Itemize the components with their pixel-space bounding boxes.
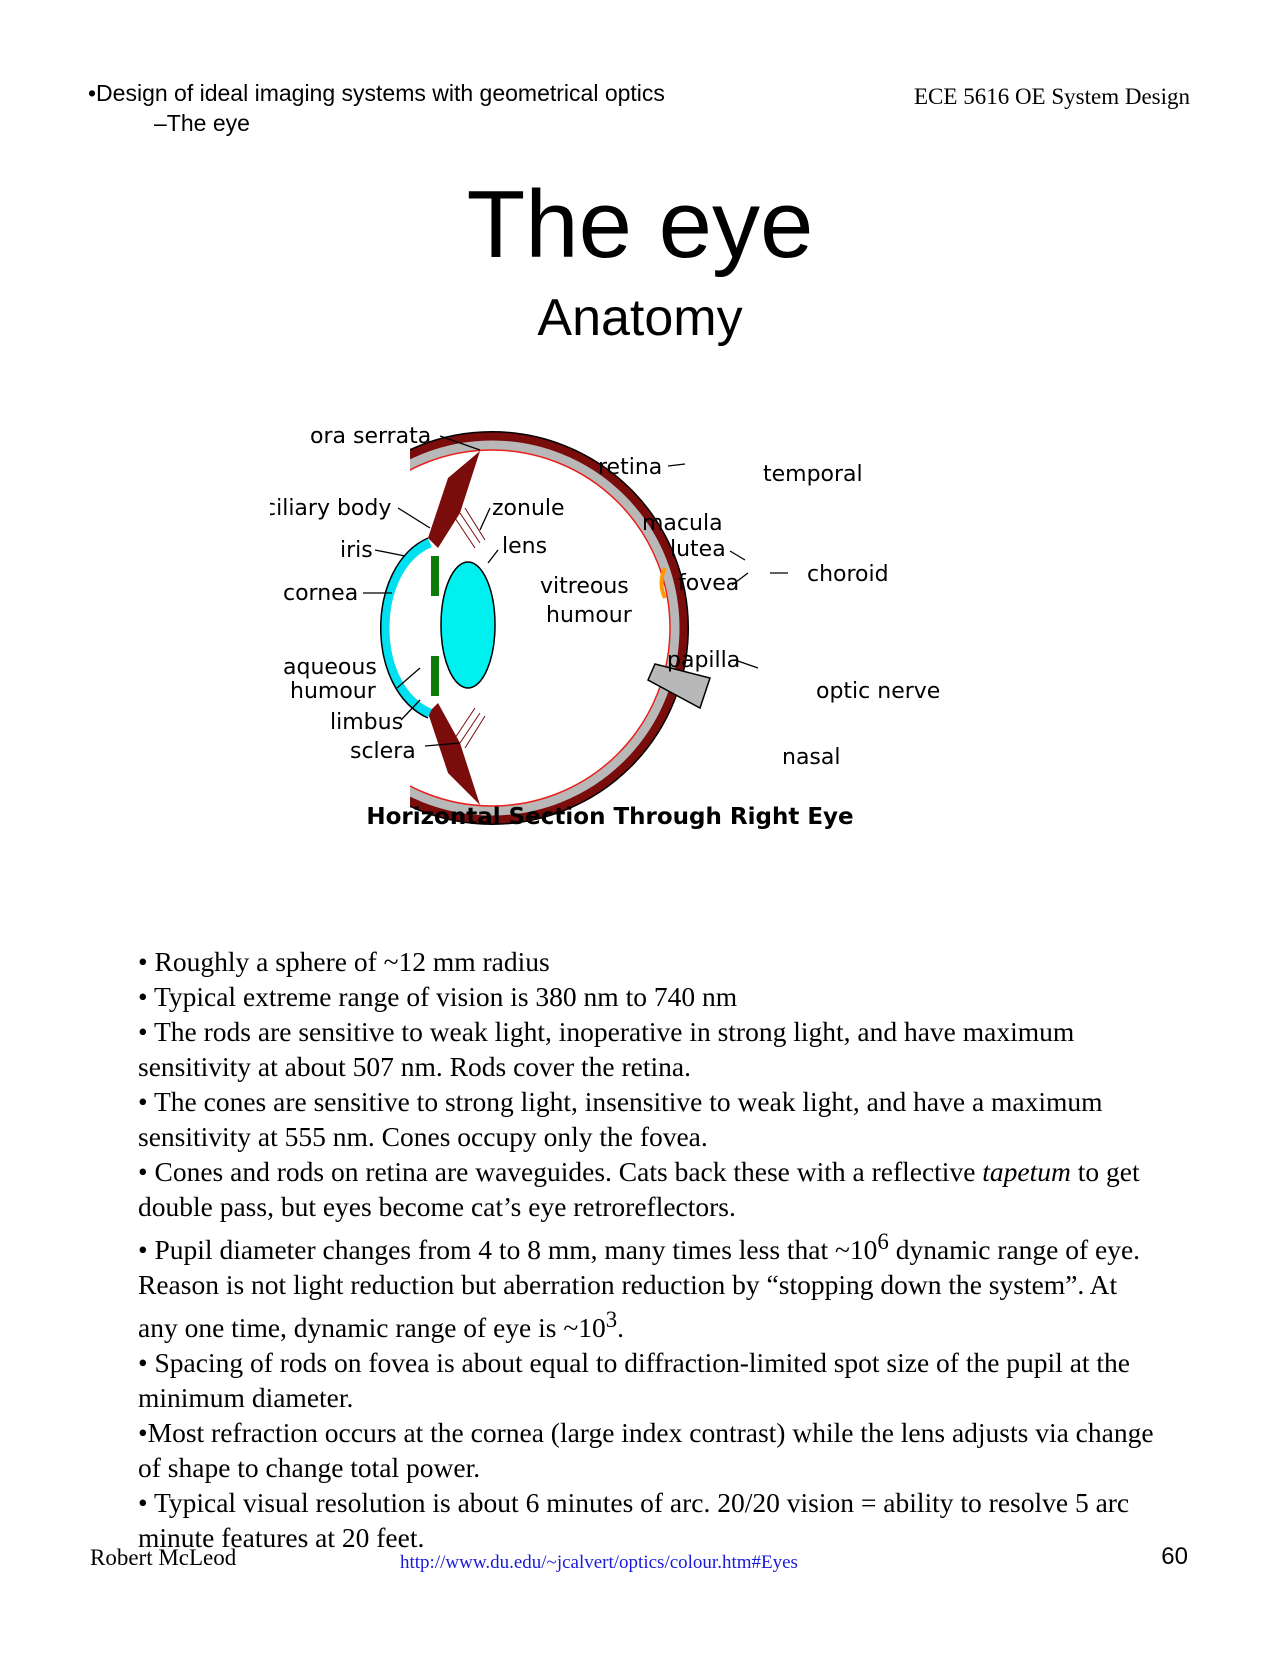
label-iris: iris	[340, 538, 373, 563]
label-optic-nerve: optic nerve	[816, 679, 940, 704]
bullet-text: dynamic range of eye. Reason is not ligh…	[138, 1234, 1141, 1344]
superscript: 3	[605, 1307, 618, 1333]
breadcrumb: •Design of ideal imaging systems with ge…	[88, 78, 665, 138]
label-lutea: lutea	[670, 537, 726, 562]
page-subtitle: Anatomy	[537, 289, 743, 347]
bullet-item-pupil: • Pupil diameter changes from 4 to 8 mm,…	[138, 1224, 1158, 1345]
label-aqueous-humour: humour	[290, 679, 377, 704]
cornea-outline	[380, 537, 429, 719]
author-name: Robert McLeod	[90, 1545, 237, 1570]
figure-caption: Horizontal Section Through Right Eye	[366, 804, 853, 830]
bullet-text: .	[617, 1312, 625, 1344]
label-zonule: zonule	[492, 496, 565, 521]
bullet-text: to get double pass, but eyes become cat’…	[138, 1156, 1140, 1222]
breadcrumb-sub: –The eye	[154, 110, 250, 136]
label-limbus: limbus	[330, 710, 403, 735]
bullet-item: •Most refraction occurs at the cornea (l…	[138, 1417, 1154, 1484]
iris-upper	[431, 556, 439, 596]
page-title: The eye	[466, 171, 814, 278]
bullet-list: • Roughly a sphere of ~12 mm radius • Ty…	[138, 944, 1158, 1555]
label-retina: retina	[598, 455, 662, 480]
course-title: ECE 5616 OE System Design	[914, 84, 1190, 109]
superscript: 6	[877, 1229, 889, 1254]
bullet-text: • Cones and rods on retina are waveguide…	[138, 1156, 983, 1187]
zonule-fibers-lower	[454, 707, 486, 749]
label-cornea: cornea	[283, 581, 358, 606]
bullet-item-tapetum: • Cones and rods on retina are waveguide…	[138, 1154, 1158, 1224]
label-ora-serrata: ora serrata	[310, 424, 431, 449]
label-macula: macula	[642, 511, 723, 536]
bullet-italic-term: tapetum	[982, 1156, 1071, 1187]
bullet-item: • The cones are sensitive to strong ligh…	[138, 1086, 1103, 1152]
label-sclera: sclera	[350, 739, 416, 764]
bullet-item: • Typical visual resolution is about 6 m…	[138, 1487, 1130, 1554]
breadcrumb-main: •Design of ideal imaging systems with ge…	[88, 80, 665, 106]
ciliary-body-upper	[428, 451, 480, 548]
bullet-item: • The rods are sensitive to weak light, …	[138, 1016, 1075, 1082]
label-fovea: fovea	[678, 571, 739, 596]
page-number: 60	[1161, 1543, 1188, 1570]
label-aqueous: aqueous	[283, 655, 377, 680]
bullet-item: • Spacing of rods on fovea is about equa…	[138, 1347, 1131, 1414]
label-vitreous-humour: humour	[546, 603, 633, 628]
fovea-mark	[659, 567, 667, 599]
bullet-item: • Roughly a sphere of ~12 mm radius	[138, 946, 550, 977]
bullet-text: • Pupil diameter changes from 4 to 8 mm,…	[138, 1234, 878, 1266]
label-temporal: temporal	[763, 462, 863, 487]
zonule-fibers-upper	[454, 507, 486, 549]
cornea-shape	[380, 538, 432, 718]
label-nasal: nasal	[782, 745, 840, 770]
leader-lines	[363, 435, 788, 747]
optic-nerve-shape	[647, 663, 711, 710]
eye-diagram: ora serrata retina temporal ciliary body…	[264, 418, 1000, 883]
label-lens: lens	[502, 534, 547, 559]
label-choroid: choroid	[807, 562, 889, 587]
label-vitreous: vitreous	[540, 574, 629, 599]
eye-cross-section-svg: ora serrata retina temporal ciliary body…	[264, 418, 940, 878]
label-ciliary-body: ciliary body	[270, 496, 391, 521]
ciliary-body-lower	[428, 703, 480, 805]
iris-lower	[431, 656, 439, 696]
source-link[interactable]: http://www.du.edu/~jcalvert/optics/colou…	[400, 1552, 798, 1573]
bullet-item: • Typical extreme range of vision is 380…	[138, 981, 738, 1012]
lens-shape	[440, 561, 496, 689]
label-papilla: papilla	[667, 648, 740, 673]
